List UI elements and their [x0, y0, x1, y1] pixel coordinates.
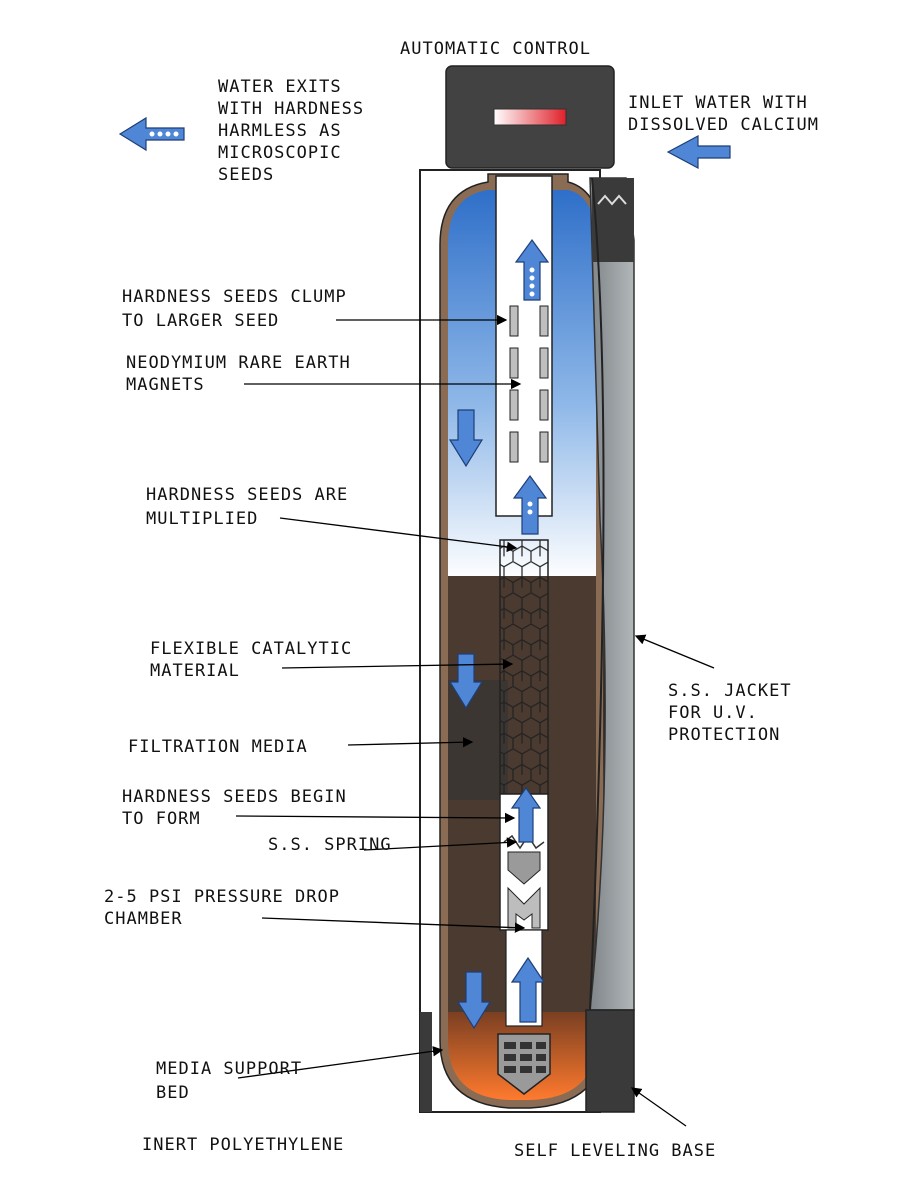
svg-text:NEODYMIUM RARE EARTH: NEODYMIUM RARE EARTH — [126, 353, 351, 373]
inlet-water-label: INLET WATER WITH DISSOLVED CALCIUM — [628, 93, 819, 135]
svg-text:MEDIA SUPPORT: MEDIA SUPPORT — [156, 1059, 302, 1079]
magnet — [509, 389, 519, 421]
arrow-dots — [149, 131, 535, 515]
svg-text:MICROSCOPIC: MICROSCOPIC — [218, 143, 342, 163]
up-arrow-icon — [510, 786, 542, 843]
svg-text:HARDNESS SEEDS ARE: HARDNESS SEEDS ARE — [146, 485, 348, 505]
magnet — [509, 431, 519, 463]
svg-text:TO FORM: TO FORM — [122, 809, 201, 829]
magnet-stack — [509, 305, 549, 463]
leader-line — [634, 634, 715, 669]
down-arrow-icon — [456, 971, 492, 1030]
svg-text:HARMLESS AS: HARMLESS AS — [218, 121, 342, 141]
magnet — [539, 389, 549, 421]
automatic-control-label: AUTOMATIC CONTROL — [400, 39, 591, 59]
water-exits-label: WATER EXITS WITH HARDNESS HARMLESS AS MI… — [218, 77, 364, 185]
svg-text:MATERIAL: MATERIAL — [150, 661, 240, 681]
svg-text:SEEDS: SEEDS — [218, 165, 274, 185]
svg-text:TO LARGER SEED: TO LARGER SEED — [122, 311, 279, 331]
catalytic-material-label: FLEXIBLE CATALYTIC MATERIAL — [150, 639, 352, 681]
self-leveling-base — [585, 1009, 635, 1113]
magnet — [509, 347, 519, 379]
leader-line — [363, 837, 518, 851]
svg-text:BED: BED — [156, 1083, 190, 1103]
svg-text:WITH HARDNESS: WITH HARDNESS — [218, 99, 364, 119]
magnet — [539, 347, 549, 379]
svg-text:FLEXIBLE CATALYTIC: FLEXIBLE CATALYTIC — [150, 639, 352, 659]
leader-line — [261, 917, 526, 933]
svg-text:HARDNESS SEEDS CLUMP: HARDNESS SEEDS CLUMP — [122, 287, 347, 307]
magnet — [539, 305, 549, 337]
leader-line — [279, 517, 518, 553]
svg-text:S.S. JACKET: S.S. JACKET — [668, 681, 792, 701]
svg-text:INLET WATER WITH: INLET WATER WITH — [628, 93, 808, 113]
svg-text:2-5 PSI PRESSURE DROP: 2-5 PSI PRESSURE DROP — [104, 887, 340, 907]
svg-text:MULTIPLIED: MULTIPLIED — [146, 509, 258, 529]
leader-line — [237, 1046, 444, 1079]
magnet — [539, 431, 549, 463]
seeds-clump-label: HARDNESS SEEDS CLUMP TO LARGER SEED — [122, 287, 347, 331]
polyethylene-label: INERT POLYETHYLENE — [142, 1135, 344, 1155]
self-leveling-base-label: SELF LEVELING BASE — [514, 1141, 716, 1161]
svg-text:DISSOLVED CALCIUM: DISSOLVED CALCIUM — [628, 115, 819, 135]
filtration-media-dark — [448, 680, 508, 800]
control-display — [493, 108, 567, 126]
left-base-foot — [420, 1012, 432, 1112]
pressure-drop-label: 2-5 PSI PRESSURE DROP CHAMBER — [104, 887, 340, 929]
leader-lines — [235, 314, 715, 1127]
svg-text:PROTECTION: PROTECTION — [668, 725, 780, 745]
leader-line — [235, 812, 516, 824]
inlet-arrow-icon — [666, 135, 731, 169]
svg-text:HARDNESS SEEDS BEGIN: HARDNESS SEEDS BEGIN — [122, 787, 347, 807]
jacket-vent-icon — [597, 194, 627, 206]
svg-text:CHAMBER: CHAMBER — [104, 909, 183, 929]
up-arrow-icon — [510, 956, 546, 1023]
support-bed-distributor — [497, 1033, 551, 1095]
ss-jacket-label: S.S. JACKET FOR U.V. PROTECTION — [668, 681, 792, 745]
down-arrow-icon — [448, 653, 484, 710]
seeds-multiplied-label: HARDNESS SEEDS ARE MULTIPLIED — [146, 485, 348, 529]
svg-text:FOR U.V.: FOR U.V. — [668, 703, 758, 723]
leader-line — [347, 737, 474, 748]
magnet — [509, 305, 519, 337]
central-tube-upper — [495, 175, 553, 517]
filtration-media-label: FILTRATION MEDIA — [128, 737, 308, 757]
down-arrow-icon — [448, 409, 484, 468]
seeds-form-label: HARDNESS SEEDS BEGIN TO FORM — [122, 787, 347, 829]
svg-text:MAGNETS: MAGNETS — [126, 375, 205, 395]
leader-line — [630, 1087, 687, 1127]
central-tube-catalytic — [499, 539, 549, 795]
pressure-chamber-cone — [507, 851, 541, 885]
leader-line — [281, 658, 514, 670]
support-bed-label: MEDIA SUPPORT BED — [156, 1059, 302, 1103]
jacket-top-band — [592, 178, 634, 262]
jacket-inner-curve — [589, 177, 605, 1011]
svg-text:WATER EXITS: WATER EXITS — [218, 77, 342, 97]
magnets-label: NEODYMIUM RARE EARTH MAGNETS — [126, 353, 351, 395]
ss-spring-label: S.S. SPRING — [268, 835, 392, 855]
